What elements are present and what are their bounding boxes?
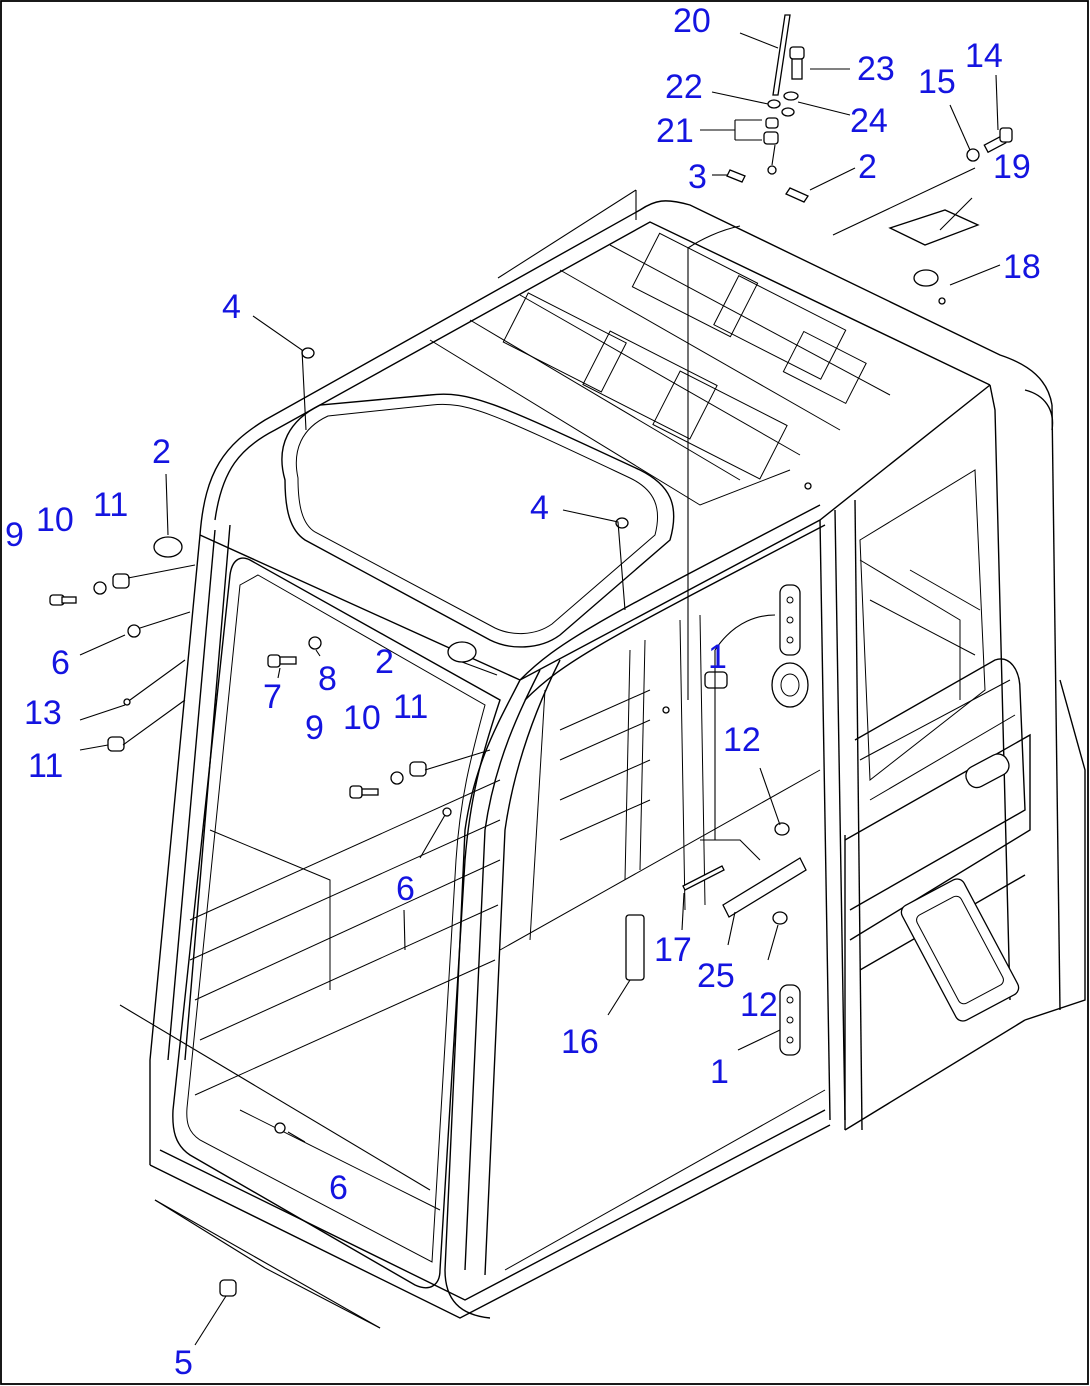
- callout-20: 20: [673, 2, 711, 40]
- callout-11-lower-left: 11: [28, 747, 63, 785]
- callout-labels: 20 23 14 15 22 24 21 3 2 19 18 4 2 4 9 1…: [5, 2, 1041, 1382]
- callout-4-left: 4: [222, 288, 241, 326]
- callout-9-left: 9: [5, 516, 24, 554]
- callout-6-center: 6: [396, 870, 415, 908]
- callout-12-lower: 12: [740, 986, 778, 1024]
- callout-1-lower: 1: [710, 1053, 729, 1091]
- parts: [49, 14, 1013, 1297]
- callout-10-left: 10: [36, 501, 74, 539]
- callout-23: 23: [857, 50, 895, 88]
- callout-17: 17: [654, 931, 692, 969]
- callout-8: 8: [318, 660, 337, 698]
- callout-11-center: 11: [393, 688, 428, 726]
- cab-frame: [149, 200, 1086, 1319]
- callout-13: 13: [24, 694, 62, 732]
- callout-5: 5: [174, 1344, 193, 1382]
- callout-21: 21: [656, 112, 694, 150]
- callout-14: 14: [965, 37, 1003, 75]
- leader-lines: [79, 32, 1001, 1346]
- callout-12-upper: 12: [723, 721, 761, 759]
- callout-6-bottom: 6: [329, 1169, 348, 1207]
- callout-2-left: 2: [152, 433, 171, 471]
- callout-6-left: 6: [51, 644, 70, 682]
- callout-7: 7: [263, 678, 282, 716]
- callout-4-center: 4: [530, 489, 549, 527]
- callout-25: 25: [697, 957, 735, 995]
- callout-16: 16: [561, 1023, 599, 1061]
- callout-9-center: 9: [305, 709, 324, 747]
- callout-15: 15: [918, 63, 956, 101]
- callout-22: 22: [665, 68, 703, 106]
- callout-1-upper: 1: [708, 638, 727, 676]
- callout-3: 3: [688, 158, 707, 196]
- callout-2-center: 2: [375, 643, 394, 681]
- callout-24: 24: [850, 102, 888, 140]
- callout-11-left: 11: [93, 486, 128, 524]
- callout-2-top: 2: [858, 148, 877, 186]
- callout-10-center: 10: [343, 699, 381, 737]
- callout-19: 19: [993, 148, 1031, 186]
- callout-18: 18: [1003, 248, 1041, 286]
